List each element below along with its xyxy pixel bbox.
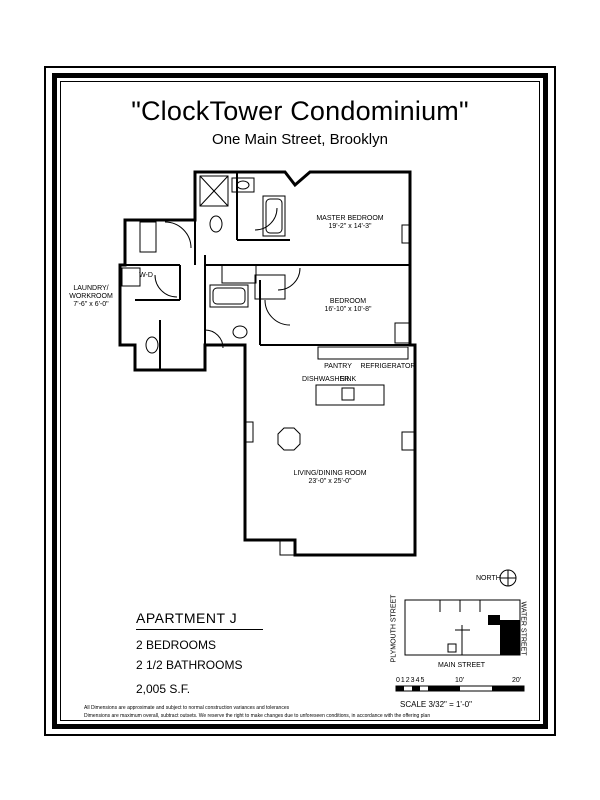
door-swing [154,274,178,298]
vanity [231,177,255,193]
sink-label: SINK [339,376,357,383]
key-plan-unit-marker [500,620,520,655]
closet [221,264,257,284]
room-dims: 23'-0" x 25'-0" [308,478,352,485]
north-arrow-icon [499,569,517,587]
door-swing [204,329,224,349]
apartment-name: APARTMENT J [136,610,238,626]
room-name-line2: WORKROOM [69,293,113,300]
outer-border [44,66,556,736]
closet [139,221,157,253]
building-title: "ClockTower Condominium" [131,96,469,126]
room-label-master-bedroom: MASTER BEDROOM 19'-2" x 14'-3" [300,215,400,231]
room-label-laundry: LAUNDRY/ WORKROOM 7'-6" x 6'-0" [60,285,122,309]
door-swing [277,267,301,291]
room-dims: 7'-6" x 6'-0" [73,301,109,308]
shower [199,175,229,207]
door-swing [164,221,192,249]
bathtub [209,284,249,308]
bathroom-count: 2 1/2 BATHROOMS [136,658,243,672]
room-name: LAUNDRY/ [73,285,109,292]
room-dims: 19'-2" x 14'-3" [328,223,372,230]
column [279,539,296,556]
closet [254,274,286,300]
dishwasher-label: DISHWASHER [302,376,350,383]
north-label: NORTH [476,575,501,582]
scale-twenty: 20' [512,677,522,684]
column [401,431,416,451]
east-street-label: WATER STREET [519,601,527,656]
shower-x [199,175,229,207]
scale-ten: 10' [455,677,465,684]
west-street-label: PLYMOUTH STREET [390,594,398,663]
disclaimer-line1: All Dimensions are approximate and subje… [84,705,290,711]
disclaimer-line2: Dimensions are maximum overall, subtract… [84,713,431,719]
pantry-label: PANTRY [324,363,352,370]
apartment-underline [136,629,263,630]
column [244,421,254,443]
sink-bowl [236,180,250,190]
room-label-bedroom: BEDROOM 16'-10" x 10'-8" [298,298,398,314]
washer-dryer [121,267,141,287]
scale-bar [395,685,525,692]
bedroom-count: 2 BEDROOMS [136,638,217,652]
inner-border [60,81,540,721]
building-address: One Main Street, Brooklyn [212,131,388,148]
toilet [209,215,223,233]
room-dims: 16'-10" x 10'-8" [324,306,372,313]
wd-label: W-D [139,272,153,279]
square-footage: 2,005 S.F. [136,682,191,696]
room-name: MASTER BEDROOM [316,215,384,222]
thick-border [52,73,548,729]
door-swing [254,207,278,231]
refrigerator-label: REFRIGERATOR [360,363,416,370]
bathtub [262,195,286,237]
column [401,224,411,244]
room-name: BEDROOM [329,298,367,305]
column [394,322,411,344]
kitchen-sink [341,387,355,401]
dining-table [277,427,301,451]
room-label-living: LIVING/DINING ROOM 23'-0" x 25'-0" [270,470,390,486]
bathtub-inner [212,287,246,305]
toilet [145,336,159,354]
south-street-label: MAIN STREET [438,662,486,669]
room-name: LIVING/DINING ROOM [293,470,367,477]
toilet [232,325,248,339]
kitchen-island [315,384,385,406]
key-plan-unit-marker [488,615,500,625]
scale-ticks: 012345 [396,677,426,684]
kitchen-counter [317,346,409,360]
bathtub-inner [265,198,283,234]
scale-label: SCALE 3/32" = 1'-0" [400,700,472,709]
door-swing [264,299,291,326]
